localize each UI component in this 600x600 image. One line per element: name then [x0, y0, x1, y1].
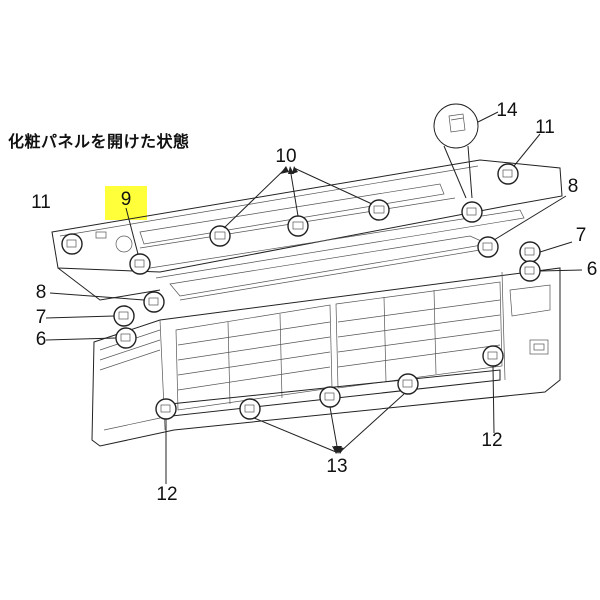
- callout-7-right: 7: [575, 225, 587, 246]
- part-14: [461, 201, 483, 223]
- callout-7-left: 7: [35, 307, 47, 328]
- part-6-right: [519, 260, 541, 282]
- leader-lines: [45, 133, 583, 484]
- part-9: [129, 253, 151, 275]
- part-12-left: [155, 398, 177, 420]
- callout-11-right: 11: [535, 117, 555, 138]
- figure-caption: 化粧パネルを開けた状態: [8, 132, 190, 151]
- callout-12-left: 12: [156, 484, 178, 505]
- part-10-c: [368, 199, 390, 221]
- part-14-detail: [433, 103, 499, 199]
- callout-14: 14: [496, 100, 518, 121]
- part-8-left: [143, 291, 165, 313]
- part-10-a: [209, 225, 231, 247]
- part-10-b: [287, 215, 309, 237]
- part-11-right: [497, 163, 519, 185]
- part-13-c: [397, 373, 419, 395]
- callout-8-right: 8: [567, 176, 579, 197]
- callout-11-left: 11: [31, 192, 51, 213]
- callout-8-left: 8: [35, 282, 47, 303]
- part-7-right: [519, 241, 541, 263]
- arrowheads: [280, 166, 344, 454]
- callout-6-right: 6: [586, 259, 598, 280]
- unit-top-panel: [51, 159, 563, 301]
- part-11-left: [61, 233, 83, 255]
- callout-9: 9: [120, 189, 132, 210]
- callout-12-right: 12: [481, 430, 503, 451]
- unit-body: [91, 267, 561, 447]
- part-7-left: [113, 305, 135, 327]
- part-markers: [61, 163, 541, 420]
- callout-6-left: 6: [35, 329, 47, 350]
- part-13-a: [239, 398, 261, 420]
- part-12-right: [482, 345, 504, 367]
- part-6-left: [115, 327, 137, 349]
- part-13-b: [319, 386, 341, 408]
- part-8-right: [477, 236, 499, 258]
- callout-13: 13: [326, 456, 348, 477]
- part-9-highlight: [105, 186, 147, 220]
- callout-10: 10: [275, 146, 297, 167]
